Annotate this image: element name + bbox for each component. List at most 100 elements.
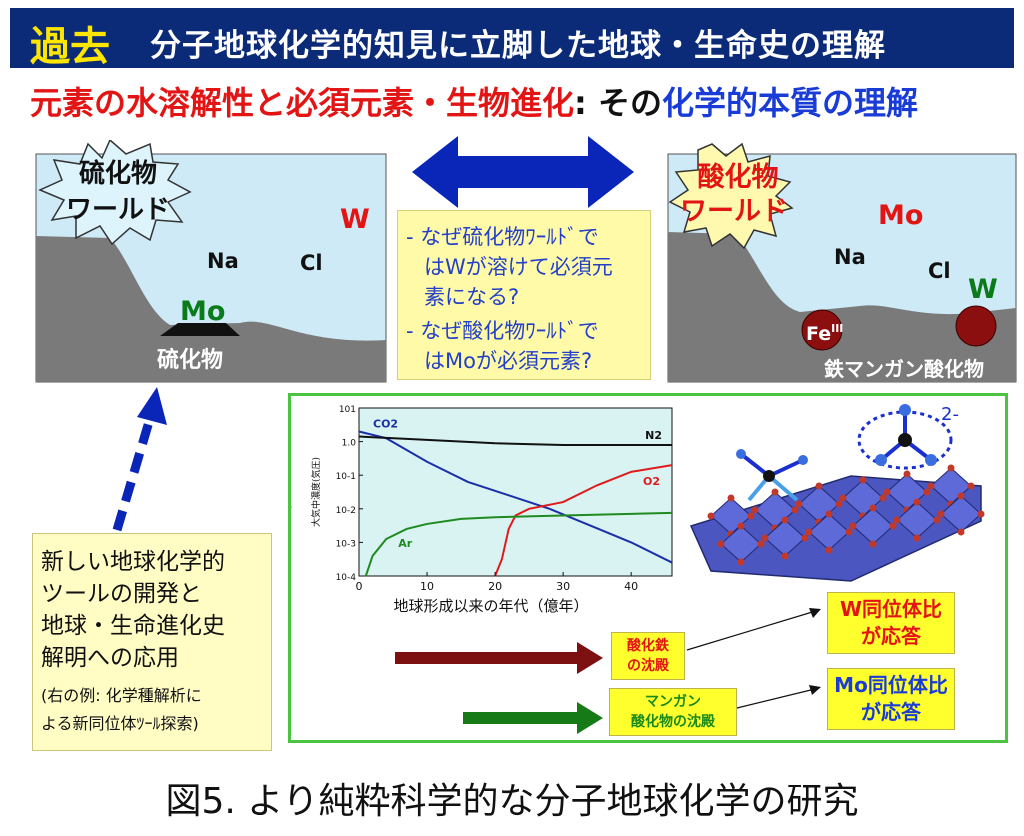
surface-oxygen-atom [927,482,935,490]
y-tick-label: 10-4 [336,573,357,583]
surface-oxygen-atom [947,464,955,472]
double-arrow [412,136,634,208]
surface-oxygen-atom [923,488,931,496]
adsorbed-oxygen-1 [736,449,746,459]
w-isotope-response-box: W同位体比 が応答 [827,592,955,654]
surface-oxygen-atom [825,510,833,518]
y-tick-label: 101 [339,405,356,415]
oxide-world-label-2: ワールド [680,196,788,227]
surface-oxygen-atom [771,488,779,496]
surface-oxygen-atom [845,528,853,536]
mn-oxide-precipitation-box: マンガン 酸化物の沈殿 [609,688,737,736]
surface-oxygen-atom [913,534,921,542]
surface-oxygen-atom [903,470,911,478]
series-line-ar [364,511,673,577]
header-tag: 過去 [30,24,110,70]
sulfide-deposit [160,323,240,336]
surface-oxygen-atom [795,500,803,508]
dashed-arrow-head [137,387,167,425]
fe-result-arrowhead [809,608,821,618]
mn-nodule [955,305,997,347]
y-tick-label: 10-2 [336,506,356,516]
surface-oxygen-atom [727,494,735,502]
sulfide-element-mo: Mo [180,296,225,327]
mn-result-arrowhead [809,685,821,695]
w-result-line-2: が応答 [861,624,921,648]
dashed-arrow-shaft [112,413,156,532]
sulfide-world-label-1: 硫化物 [79,158,157,189]
subtitle: 元素の水溶解性と必須元素・生物進化: その化学的本質の理解 [30,78,918,124]
new-tools-note-1: (右の例: 化学種解析に [41,686,202,705]
question-line-3: 素になる? [424,285,520,309]
series-label-ar: Ar [398,537,413,550]
sulfide-deposit-label: 硫化物 [157,347,223,373]
surface-oxygen-atom [791,506,799,514]
fe-label-symbol: Fe [806,323,831,345]
adsorbed-oxygen-2 [798,455,808,465]
question-line-5: はMoが必須元素? [424,349,593,373]
surface-oxygen-atom [717,540,725,548]
y-tick-label: 10-1 [336,472,356,482]
oxide-surface-cells [707,464,985,566]
surface-oxygen-atom [781,516,789,524]
oxide-world-diagram: 酸化物 ワールド Mo Na Cl W FeIII 鉄マンガン酸化物 [667,142,1017,383]
surface-oxygen-atom [737,522,745,530]
chart-y-axis-label: 大気中濃度(気圧) [310,457,322,527]
mo-result-line-2: が応答 [861,700,921,724]
surface-oxygen-atom [869,540,877,548]
sulfide-element-na: Na [207,249,239,273]
series-label-n2: N2 [645,429,662,442]
surface-oxygen-atom [751,506,759,514]
surface-oxygen-atom [757,540,765,548]
w-result-line-1: W同位体比 [839,597,943,621]
sulfide-world-label-2: ワールド [66,195,170,225]
mo-result-line-1: Mo同位体比 [834,673,948,697]
dashed-arrow [112,387,167,532]
surface-oxygen-atom [977,510,985,518]
subtitle-part-1: 元素の水溶解性と必須元素・生物進化 [30,84,575,122]
oxygen-atom-1 [899,404,911,416]
surface-oxygen-atom [957,492,965,500]
molecule-illustration: 2- [689,404,985,582]
subtitle-part-3: 化学的本質の理解 [661,84,918,122]
new-tools-line-4: 解明への応用 [41,645,179,671]
surface-oxygen-atom [849,522,857,530]
new-tools-box: 新しい地球化学的 ツールの開発と 地球・生命進化史 解明への応用 (右の例: 化… [32,533,272,751]
iron-oxide-precipitation-box: 酸化鉄 の沈殿 [611,632,685,680]
series-line-o2 [494,464,673,577]
series-label-co2: CO2 [373,418,398,431]
sulfide-world-seafloor [36,236,386,382]
oxygen-atom-2 [875,454,887,466]
header-bar: 過去 分子地球化学的知見に立脚した地球・生命史の理解 [10,8,1014,70]
x-tick-label: 30 [556,580,570,593]
surface-oxygen-atom [839,494,847,502]
oxide-world-seafloor [668,232,1016,382]
series-line-n2 [358,435,672,446]
central-atom-dissolved [898,433,912,447]
fe-box-line-2: の沈殿 [627,658,669,674]
oxide-world-burst [668,142,794,250]
surface-oxygen-atom [883,488,891,496]
oxide-element-cl: Cl [928,259,951,283]
question-line-4: - なぜ酸化物ﾜｰﾙﾄﾞで [406,319,599,343]
series-line-co2 [358,430,673,564]
surface-oxygen-atom [761,534,769,542]
double-arrow-shape [412,136,634,208]
surface-oxygen-atom [967,482,975,490]
figure-caption: 図5. より純粋科学的な分子地球化学の研究 [165,781,859,822]
mn-flow-arrow [463,702,603,734]
sulfide-element-w: W [340,204,370,235]
sulfide-element-cl: Cl [300,251,323,275]
surface-oxygen-atom [893,516,901,524]
oxide-element-mo: Mo [878,200,923,231]
new-tools-line-2: ツールの開発と [41,581,202,607]
surface-oxygen-atom [859,476,867,484]
new-tools-line-1: 新しい地球化学的 [41,549,225,575]
surface-oxygen-atom [879,494,887,502]
fe-result-line [686,609,820,651]
subtitle-part-2: : その [574,84,662,122]
